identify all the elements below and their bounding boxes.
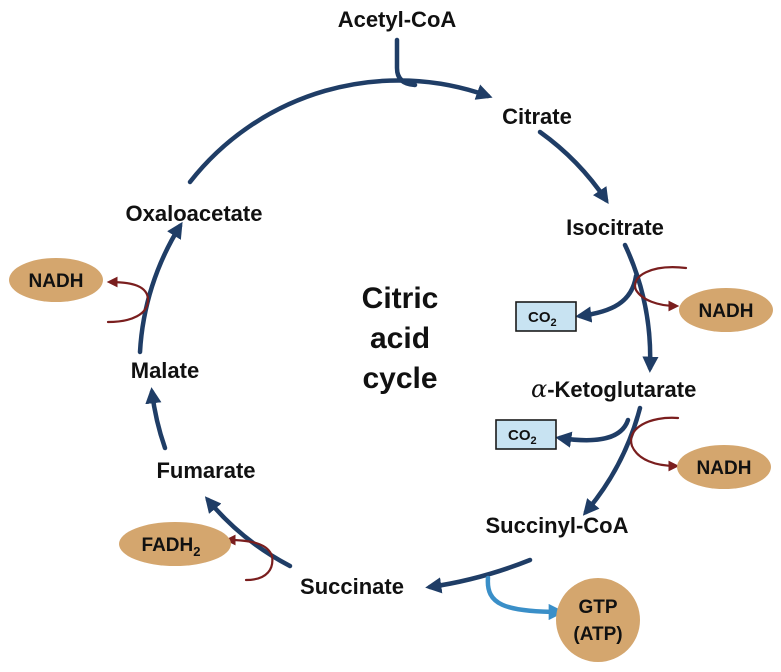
arrow-nadh-ketoglutarate: [629, 416, 680, 472]
badge-shape: [119, 522, 231, 566]
co2-label: CO2: [528, 309, 557, 329]
co2-box-ketoglutarate: CO2: [495, 419, 557, 450]
co2-box-shape: [515, 301, 577, 332]
arrow-isocitrate-to-ketoglutarate: [622, 242, 659, 373]
cycle-title: Citric acid cycle: [362, 282, 439, 395]
label-citrate: Citrate: [502, 104, 572, 129]
badge-nadh-ketoglutarate: NADH: [677, 445, 771, 489]
arrow-nadh-malate: [106, 276, 150, 324]
arrow-ketoglutarate-to-succinylcoa: [582, 405, 643, 516]
badge-label: NADH: [699, 301, 754, 322]
title-line-2: acid: [370, 322, 430, 355]
gtp-label: GTP: [578, 597, 617, 618]
co2-label: CO2: [508, 427, 537, 447]
co2-base: CO: [528, 309, 551, 326]
label-acetyl-coa: Acetyl-CoA: [338, 7, 457, 32]
label-succinate: Succinate: [300, 574, 404, 599]
arrow-co2-release-ketoglutarate: [555, 417, 631, 448]
atp-label: (ATP): [573, 624, 622, 645]
badge-shape: [679, 288, 773, 332]
label-fumarate: Fumarate: [156, 458, 255, 483]
fadh-subscript: 2: [193, 544, 200, 559]
co2-subscript: 2: [551, 317, 557, 329]
alpha-symbol: α: [531, 375, 547, 403]
badge-gtp-atp: GTP (ATP): [556, 578, 640, 662]
label-isocitrate: Isocitrate: [566, 215, 664, 240]
arrow-fadh2-succinate: [224, 534, 274, 582]
arrow-co2-release-isocitrate: [575, 273, 639, 323]
co2-box-shape: [495, 419, 557, 450]
ketoglutarate-text: -Ketoglutarate: [547, 377, 696, 402]
badge-label: FADH2: [142, 535, 201, 559]
label-succinyl-coa: Succinyl-CoA: [485, 513, 628, 538]
arrow-gtp-branch: [485, 575, 565, 621]
title-line-3: cycle: [362, 362, 437, 395]
arrow-fumarate-to-malate: [145, 387, 168, 451]
arrow-succinylcoa-to-succinate: [425, 557, 533, 594]
badge-label: NADH: [697, 458, 752, 479]
badge-nadh-isocitrate: NADH: [679, 288, 773, 332]
arrow-oxaloacetate-to-citrate: [187, 78, 493, 185]
label-alpha-ketoglutarate: α-Ketoglutarate: [531, 375, 696, 403]
co2-subscript: 2: [531, 435, 537, 447]
arrow-succinate-to-fumarate: [204, 496, 293, 569]
title-line-1: Citric: [362, 282, 439, 315]
badge-shape: [556, 578, 640, 662]
badge-nadh-malate: NADH: [9, 258, 103, 302]
badge-shape: [9, 258, 103, 302]
fadh-base: FADH: [142, 535, 194, 556]
arrow-malate-to-oxaloacetate: [137, 221, 183, 355]
badge-fadh2: FADH2: [119, 522, 231, 566]
co2-base: CO: [508, 427, 531, 444]
arrow-acetylcoa-input: [394, 37, 418, 88]
badge-shape: [677, 445, 771, 489]
label-malate: Malate: [131, 358, 199, 383]
badge-label: NADH: [29, 271, 84, 292]
arrow-citrate-to-isocitrate: [537, 129, 609, 205]
co2-box-isocitrate: CO2: [515, 301, 577, 332]
label-oxaloacetate: Oxaloacetate: [126, 201, 263, 226]
arrow-nadh-isocitrate: [633, 266, 688, 312]
